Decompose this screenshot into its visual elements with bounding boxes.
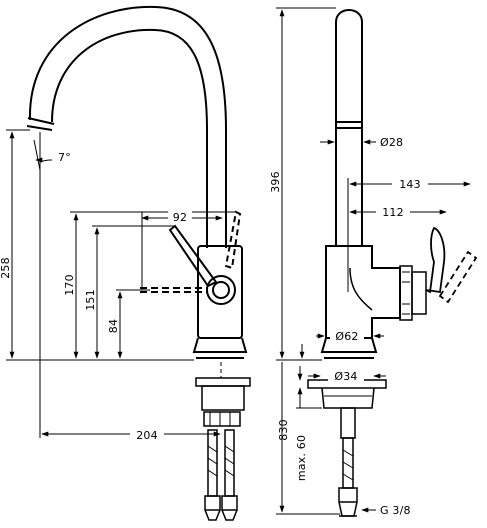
label-151: 151 [84, 289, 97, 311]
side-view [307, 9, 478, 517]
side-body [325, 245, 401, 339]
label-396: 396 [269, 171, 282, 193]
label-dia28: Ø28 [380, 136, 403, 149]
spout-arc [28, 5, 227, 248]
side-lever [425, 226, 446, 294]
handle-lever [168, 224, 218, 288]
label-dia34: Ø34 [334, 370, 357, 383]
label-7deg: 7° [58, 151, 71, 164]
label-204: 204 [136, 429, 158, 442]
label-143: 143 [399, 178, 421, 191]
label-84: 84 [107, 319, 120, 333]
label-max60: max. 60 [295, 435, 308, 481]
label-92: 92 [173, 211, 187, 224]
label-170: 170 [63, 274, 76, 296]
handle-cap [206, 275, 236, 305]
label-258: 258 [0, 257, 12, 279]
label-g38: G 3/8 [380, 504, 411, 517]
label-112: 112 [382, 206, 404, 219]
dimension-labels: 7° 258 170 151 84 92 204 396 Ø28 143 112… [0, 136, 428, 517]
side-spout [335, 9, 363, 246]
side-dimension-lines [276, 7, 471, 515]
label-dia62: Ø62 [335, 330, 358, 343]
label-830: 830 [277, 419, 290, 441]
front-view [26, 5, 251, 521]
